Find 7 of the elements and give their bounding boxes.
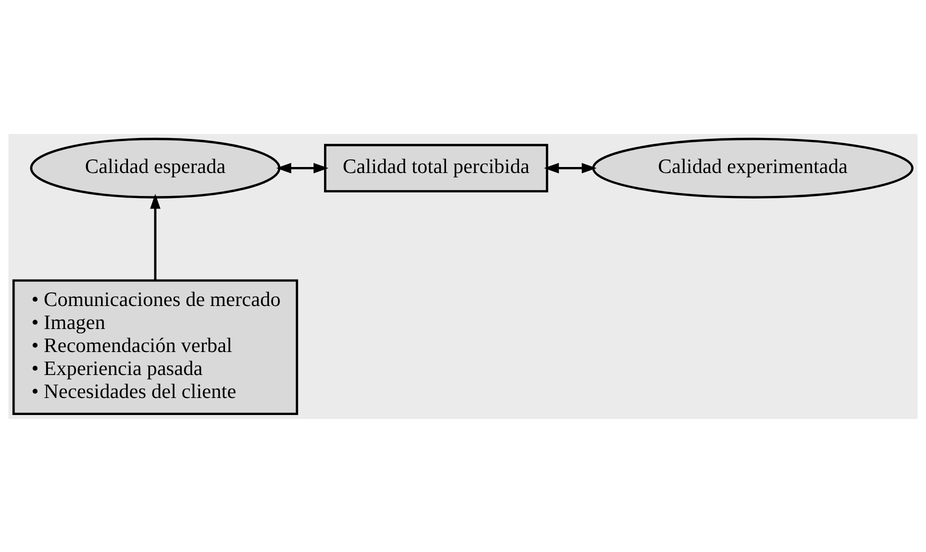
node-box: Calidad total percibida — [324, 143, 548, 192]
arrow — [150, 193, 160, 280]
arrow — [276, 162, 328, 173]
arrow — [544, 162, 597, 173]
node-ellipse: Calidad experimentada — [592, 137, 914, 198]
node-ellipse: Calidad esperada — [30, 137, 280, 198]
node-box: • Comunicaciones de mercado • Imagen • Recomendación verbal • Experiencia pasada • Necesidades del cliente — [12, 278, 298, 415]
